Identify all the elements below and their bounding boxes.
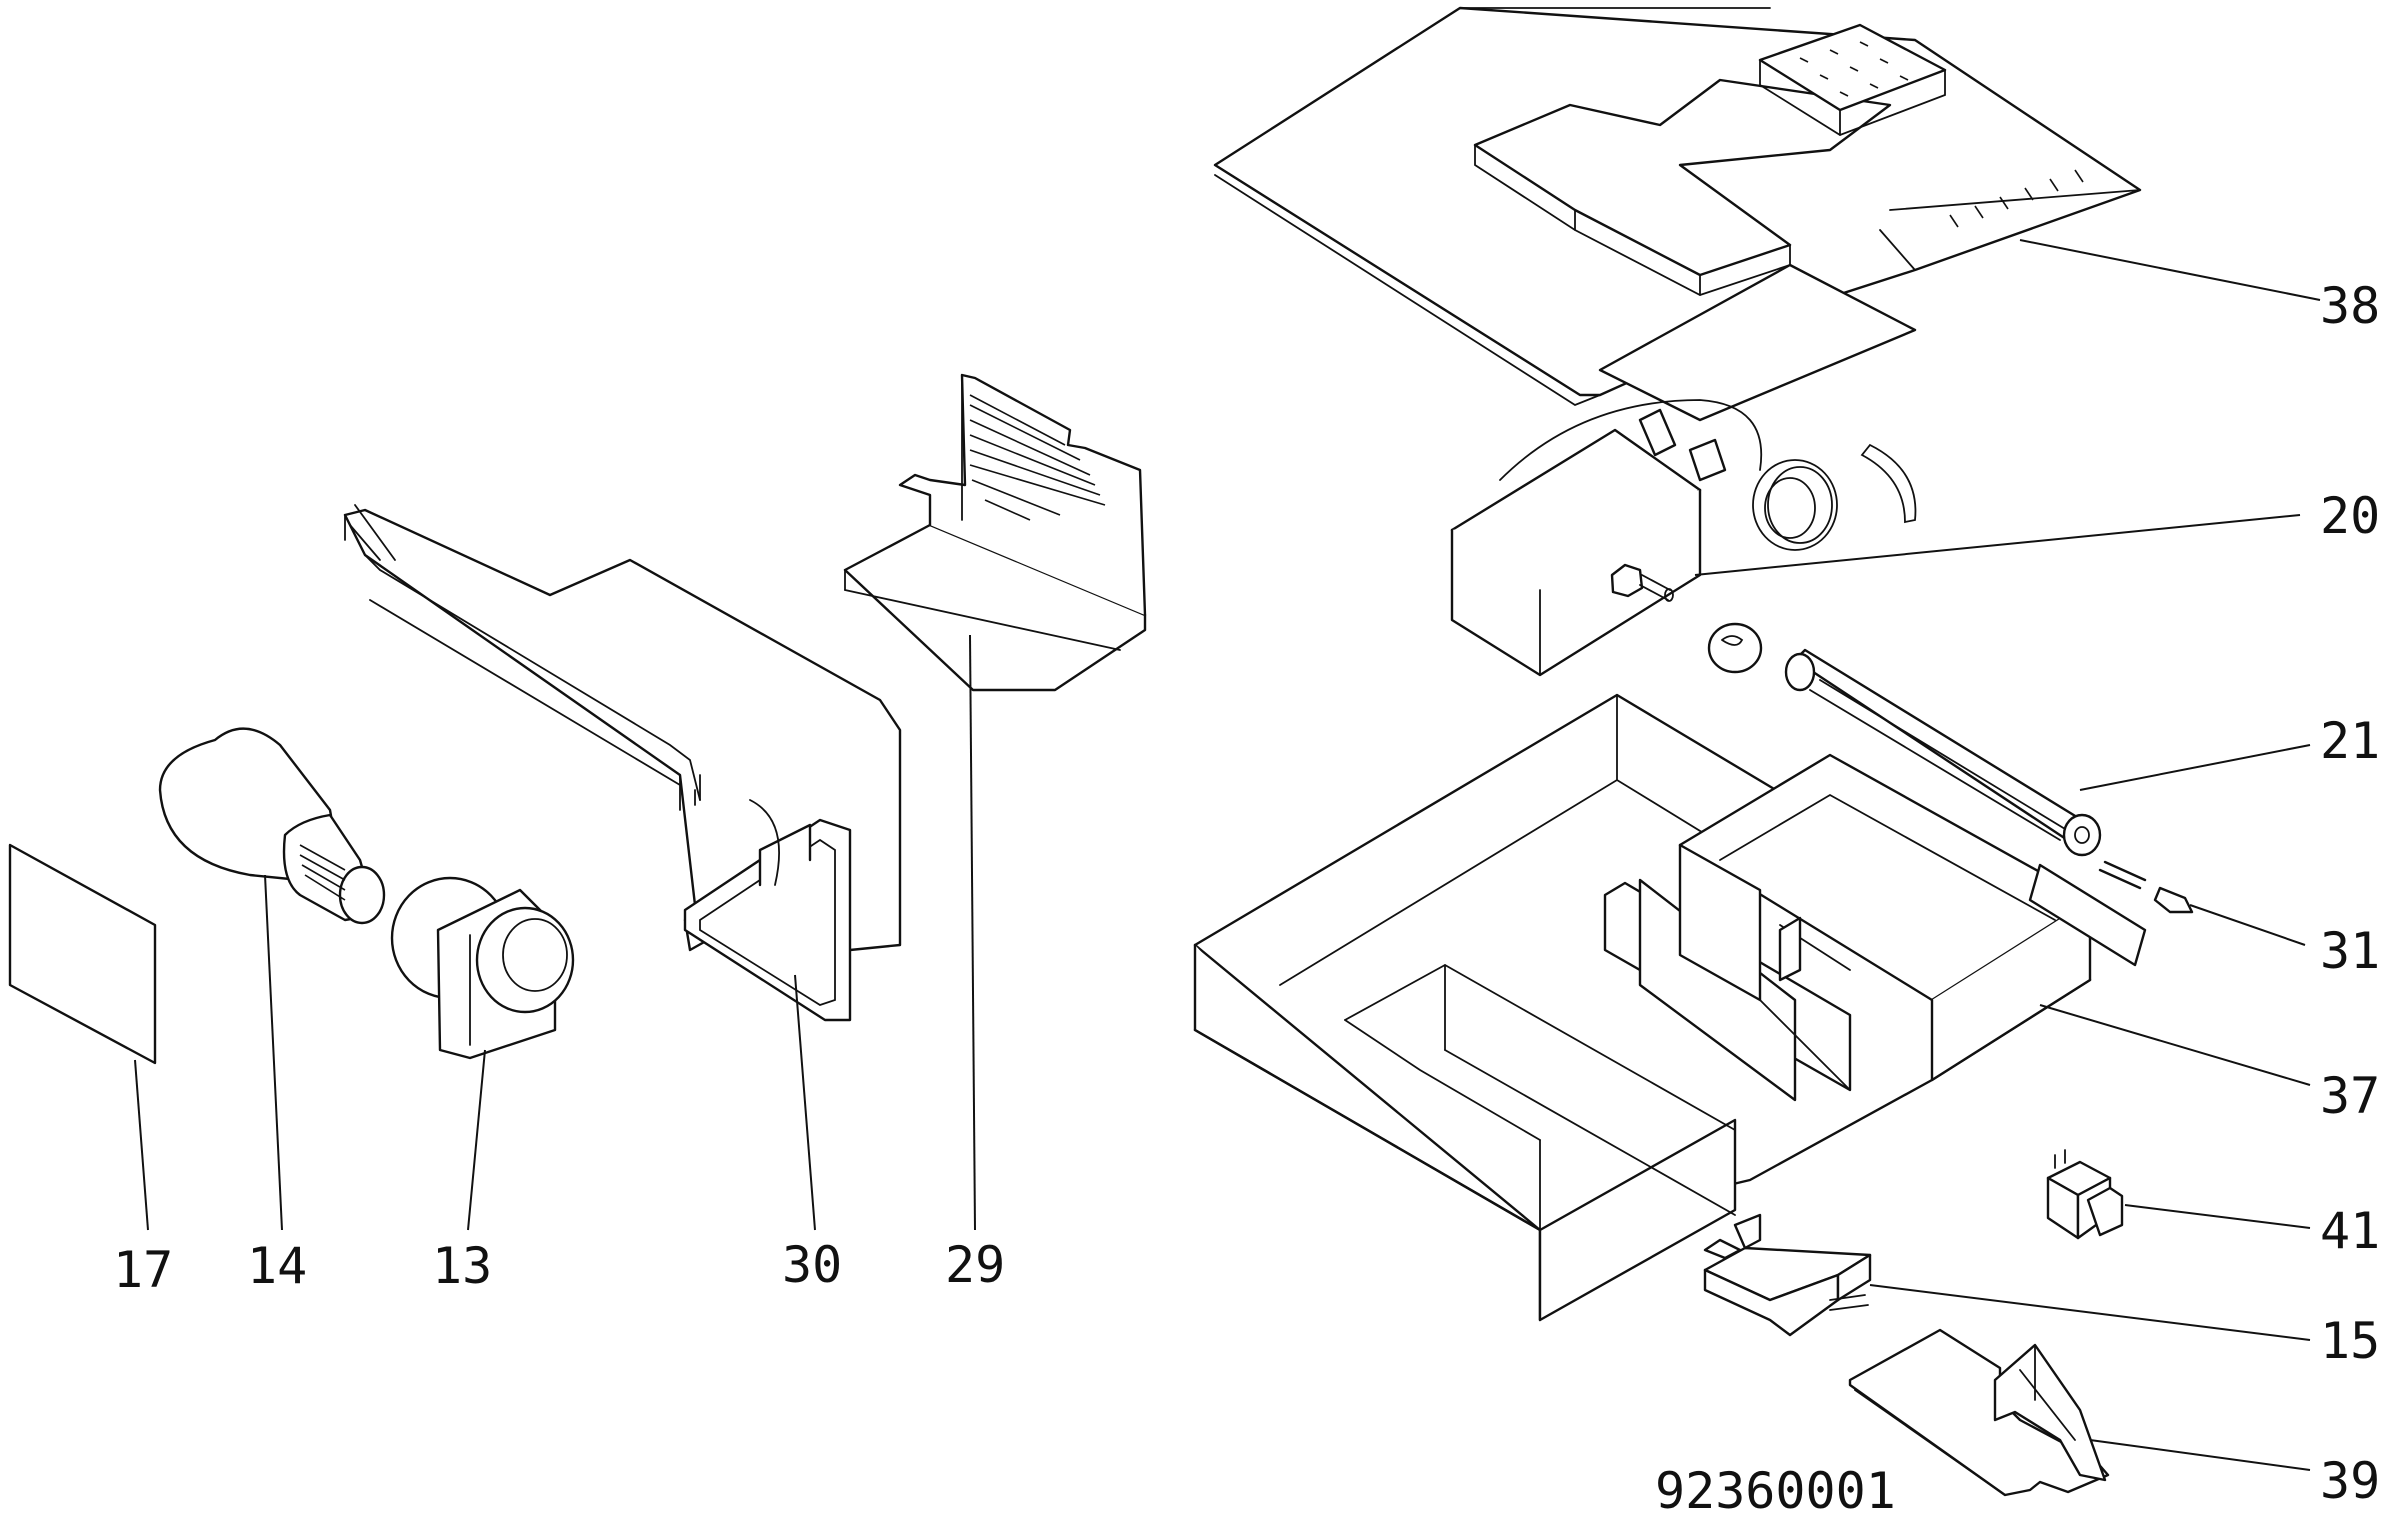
part-21-tube — [1784, 648, 2102, 857]
part-41-switch — [2046, 1149, 2124, 1240]
part-39-bracket — [1848, 1328, 2110, 1497]
callout-labels: 38 20 21 31 37 41 15 39 17 14 13 30 29 9… — [113, 277, 2380, 1520]
part-15-door-switch — [1703, 1213, 1872, 1337]
part-20-thermostat — [1450, 399, 1917, 677]
callout-21: 21 — [2320, 712, 2380, 770]
part-29-panel — [843, 373, 1147, 692]
callout-39: 39 — [2320, 1452, 2380, 1510]
callout-29: 29 — [945, 1236, 1005, 1294]
part-17-lens — [8, 843, 157, 1065]
part-13-lamp-cover — [390, 876, 575, 1060]
callout-30: 30 — [782, 1236, 842, 1294]
callout-14: 14 — [247, 1237, 307, 1295]
callout-38: 38 — [2320, 277, 2380, 335]
part-38-top-panel — [1213, 6, 2142, 422]
callout-13: 13 — [432, 1237, 492, 1295]
callout-41: 41 — [2320, 1202, 2380, 1260]
callout-15: 15 — [2320, 1312, 2380, 1370]
leader-lines — [134, 239, 2321, 1471]
drawing-number: 92360001 — [1655, 1462, 1896, 1520]
callout-17: 17 — [113, 1241, 173, 1299]
part-37-housing — [1193, 693, 2147, 1322]
callout-31: 31 — [2320, 922, 2380, 980]
part-31-pin — [2098, 860, 2194, 914]
part-14-bulb — [158, 727, 386, 925]
part-30-cabinet — [343, 504, 902, 1022]
callout-37: 37 — [2320, 1067, 2380, 1125]
callout-20: 20 — [2320, 487, 2380, 545]
